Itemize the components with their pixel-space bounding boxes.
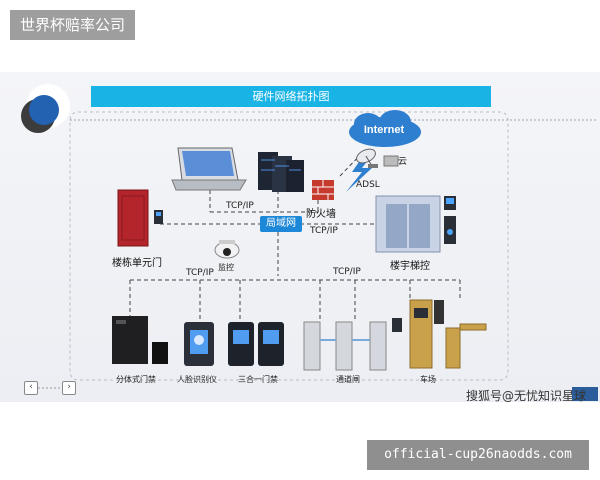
watermark-corner <box>572 387 598 401</box>
door-icon <box>117 189 163 247</box>
elevator-icon <box>375 195 456 253</box>
url-badge: official-cup26naodds.com <box>367 440 589 470</box>
nav-dots <box>38 387 60 389</box>
channel-gate-label: 通道闸 <box>336 375 360 384</box>
cloud-label-internet: Internet <box>363 124 405 136</box>
server-icon <box>258 152 304 192</box>
decor-circle-blue <box>29 95 59 125</box>
satellite-dish-icon <box>356 148 399 168</box>
adsl-lightning-icon <box>346 152 374 192</box>
monitor-label: 监控 <box>218 263 234 272</box>
parking-label: 车场 <box>420 375 436 384</box>
lan-box: 局域网 <box>260 216 302 232</box>
watermark-text: 搜狐号@无忧知识星球 <box>466 389 587 403</box>
tcp-label-top: TCP/IP <box>226 201 254 211</box>
slide <box>0 72 600 402</box>
three-in-one-label: 三合一门禁 <box>238 375 278 384</box>
chevron-left-icon: ‹ <box>29 382 33 392</box>
tcp-label-lan-right: TCP/IP <box>310 226 338 236</box>
firewall-label: 防火墙 <box>306 209 336 220</box>
three-in-one-icon <box>228 322 284 366</box>
building-door-label: 楼栋单元门 <box>112 258 162 269</box>
tcp-label-left: TCP/IP <box>186 268 214 278</box>
face-recognition-label: 人脸识别仪 <box>177 375 217 384</box>
tcp-label-right: TCP/IP <box>333 267 361 277</box>
prev-slide-button[interactable]: ‹ <box>24 381 38 395</box>
site-badge: 世界杯赔率公司 <box>10 10 136 40</box>
elevator-label: 楼宇梯控 <box>390 261 430 272</box>
laptop-icon <box>171 147 247 191</box>
split-access-label: 分体式门禁 <box>116 375 156 384</box>
diagram-title: 硬件网络拓扑图 <box>91 86 491 107</box>
channel-gate-icon <box>303 318 402 371</box>
camera-icon <box>214 240 240 259</box>
cloud-icon <box>349 110 421 147</box>
cloud-label: 云 <box>398 157 408 167</box>
parking-icon <box>409 299 487 369</box>
adsl-label: ADSL <box>356 180 380 190</box>
chevron-right-icon: › <box>67 382 71 392</box>
firewall-icon <box>312 180 334 200</box>
split-access-icon <box>112 316 168 364</box>
connection-lines <box>129 149 461 320</box>
dashed-frame <box>69 111 509 381</box>
face-recognition-icon <box>184 322 214 366</box>
next-slide-button[interactable]: › <box>62 381 76 395</box>
